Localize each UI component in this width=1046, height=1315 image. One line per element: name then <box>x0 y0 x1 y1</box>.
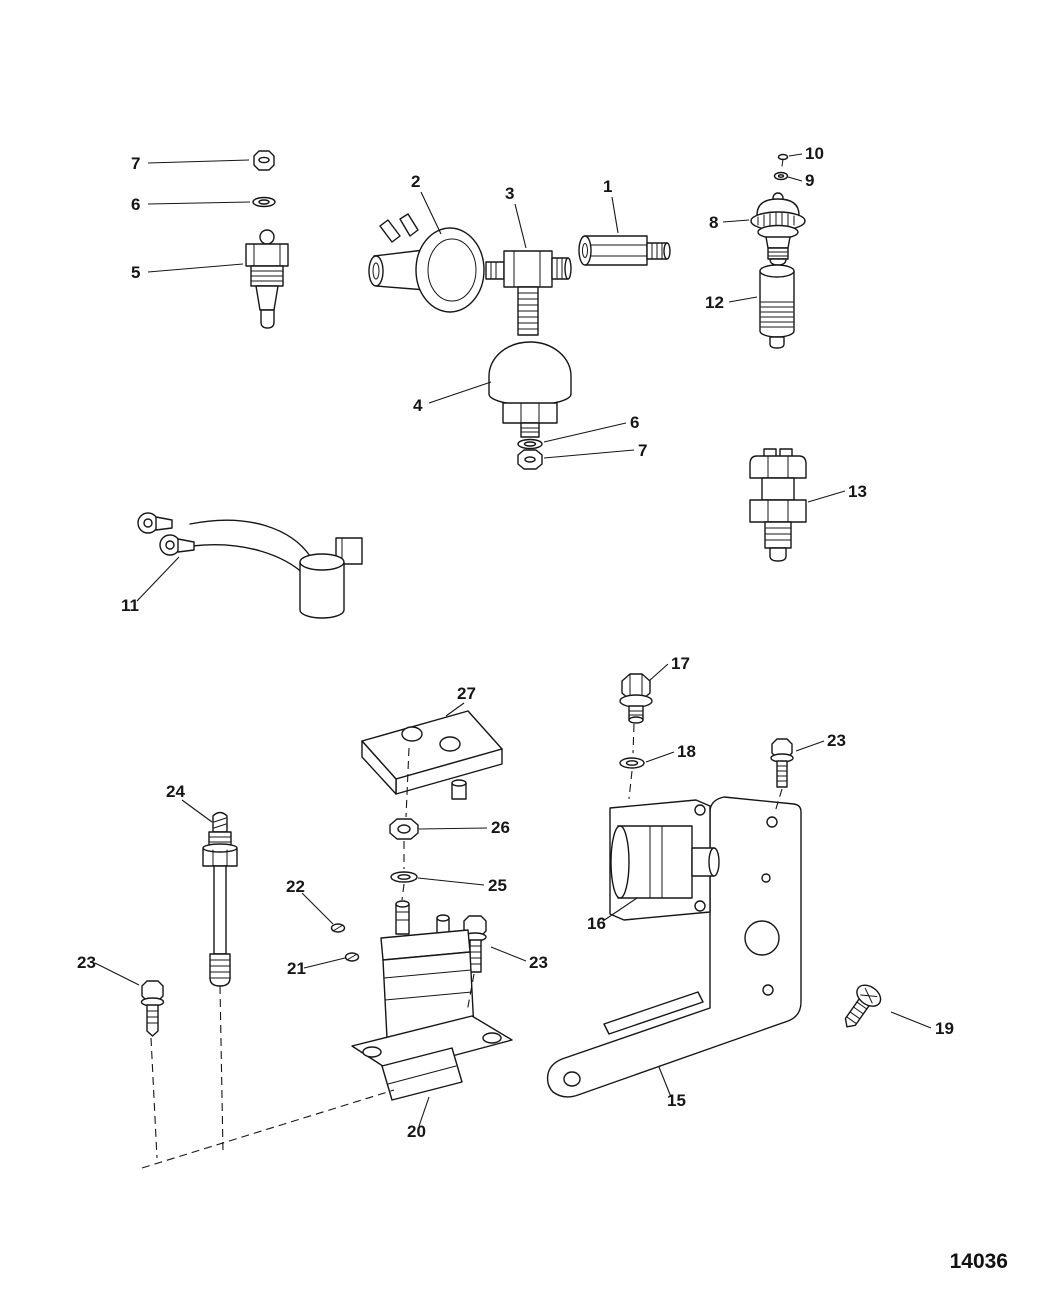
callout-4: 4 <box>413 396 423 415</box>
callout-18: 18 <box>677 742 696 761</box>
part-13-sensor <box>749 448 807 562</box>
callout-6-bottom: 6 <box>630 413 639 432</box>
part-18-washer <box>619 757 645 769</box>
callout-2: 2 <box>411 172 420 191</box>
callout-20: 20 <box>407 1122 426 1141</box>
callout-23-left: 23 <box>77 953 96 972</box>
part-19-screw <box>844 984 882 1028</box>
part-24-stud <box>202 811 238 987</box>
callout-10: 10 <box>805 144 824 163</box>
callout-19: 19 <box>935 1019 954 1038</box>
part-2-water-temperature-switch <box>368 213 485 313</box>
leader-lines <box>94 153 932 1127</box>
callout-13: 13 <box>848 482 867 501</box>
part-25-washer <box>390 871 418 883</box>
part-20-starter-solenoid <box>351 900 513 1101</box>
assembly-dash-lines <box>141 723 783 1169</box>
callout-27: 27 <box>457 684 476 703</box>
part-8-sender <box>750 192 806 266</box>
callout-22: 22 <box>286 877 305 896</box>
callout-7-top: 7 <box>131 154 140 173</box>
callout-8: 8 <box>709 213 718 232</box>
callout-15: 15 <box>667 1091 686 1110</box>
callout-16: 16 <box>587 914 606 933</box>
callout-3: 3 <box>505 184 514 203</box>
part-washer-6-top <box>252 196 276 208</box>
part-17-bolt <box>619 673 653 724</box>
part-21-grommet <box>344 952 360 962</box>
part-16-solenoid <box>609 799 720 921</box>
part-5-temperature-sender <box>245 229 289 329</box>
part-4-oil-pressure-sender <box>488 286 572 438</box>
figure-number: 14036 <box>950 1250 1008 1273</box>
part-nut-7-bottom <box>517 449 543 470</box>
part-11-ground-wire <box>137 512 363 619</box>
part-26-nut <box>389 818 419 840</box>
callout-23-middle: 23 <box>529 953 548 972</box>
callout-6-top: 6 <box>131 195 140 214</box>
part-23-screw-left <box>140 980 165 1037</box>
part-15-mounting-bracket <box>546 796 802 1098</box>
callout-17: 17 <box>671 654 690 673</box>
callout-9: 9 <box>805 171 814 190</box>
part-9-seal <box>773 171 789 181</box>
callout-26: 26 <box>491 818 510 837</box>
callout-11: 11 <box>121 596 139 615</box>
part-10-screw-small <box>777 153 789 167</box>
part-22-clip <box>330 923 346 933</box>
callout-21: 21 <box>287 959 306 978</box>
callout-23-top-right: 23 <box>827 731 846 750</box>
callout-24: 24 <box>166 782 185 801</box>
part-3-fitting <box>485 250 572 288</box>
part-1-spacer <box>578 235 671 266</box>
part-12-fitting <box>759 264 795 349</box>
callout-7-bottom: 7 <box>638 441 647 460</box>
part-nut-7-top <box>253 150 275 171</box>
callout-12: 12 <box>705 293 724 312</box>
callout-1: 1 <box>603 177 612 196</box>
part-27-bracket <box>361 710 503 800</box>
part-washer-6-bottom <box>517 438 543 450</box>
callout-25: 25 <box>488 876 507 895</box>
part-23-screw-top-right <box>770 738 794 788</box>
callout-5: 5 <box>131 263 140 282</box>
